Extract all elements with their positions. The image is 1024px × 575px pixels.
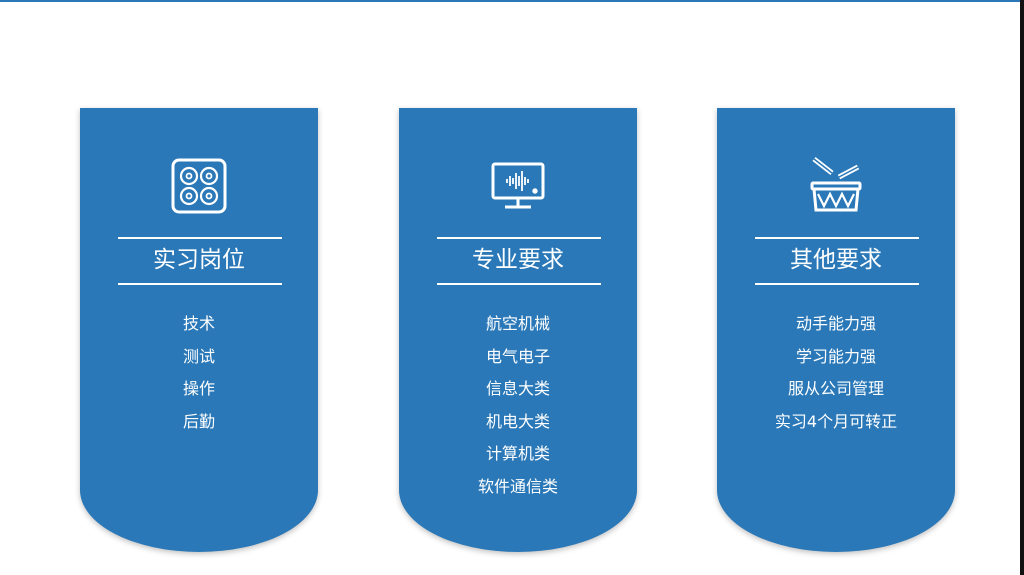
list-item: 动手能力强: [795, 314, 876, 333]
divider: [437, 237, 601, 239]
list-item: 机电大类: [485, 411, 550, 431]
card-major-requirements: 专业要求 航空机械 电气电子 信息大类 机电大类 计算机类 软件通信类: [399, 108, 637, 552]
divider: [118, 283, 282, 285]
list-item: 服从公司管理: [787, 379, 884, 398]
list-item: 操作: [182, 379, 215, 398]
monitor-waveform-icon: [491, 162, 545, 209]
list-item: 航空机械: [485, 314, 550, 333]
list-item: 电气电子: [485, 346, 550, 366]
divider: [437, 283, 601, 285]
stove-icon: [171, 158, 227, 214]
list-item: 技术: [182, 314, 215, 333]
card-title: 其他要求: [790, 247, 882, 273]
divider: [118, 237, 282, 239]
list-item: 测试: [182, 346, 215, 366]
list-item: 实习4个月可转正: [774, 411, 898, 431]
divider: [755, 237, 919, 239]
drum-icon: [810, 157, 862, 212]
list-item: 信息大类: [485, 379, 550, 398]
right-edge: [1020, 0, 1024, 575]
card-title: 实习岗位: [153, 247, 245, 273]
card-internship-positions: 实习岗位 技术 测试 操作 后勤: [80, 108, 318, 552]
list-item: 后勤: [182, 411, 215, 431]
card-title: 专业要求: [472, 247, 564, 273]
card-other-requirements: 其他要求 动手能力强 学习能力强 服从公司管理 实习4个月可转正: [717, 108, 955, 552]
top-accent-bar: [0, 0, 1020, 2]
list-item: 软件通信类: [477, 476, 558, 496]
list-item: 学习能力强: [795, 346, 876, 366]
list-item: 计算机类: [485, 444, 550, 463]
divider: [755, 283, 919, 285]
